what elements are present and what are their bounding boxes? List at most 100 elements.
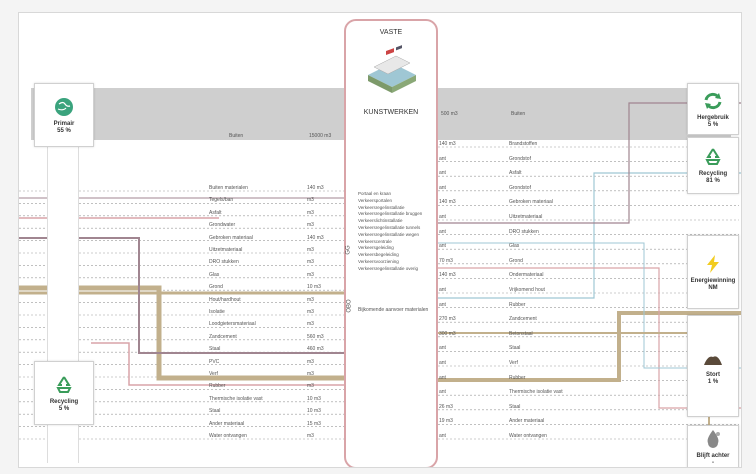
gg-label: GG bbox=[345, 245, 352, 255]
left-row-name: Grond bbox=[209, 284, 223, 291]
right-row-value: 270 m3 bbox=[439, 316, 456, 323]
right-row-value: 26 m3 bbox=[439, 403, 453, 410]
flow-line bbox=[91, 342, 344, 386]
right-header-buiten: Buiten bbox=[511, 111, 526, 117]
right-row-value: ant bbox=[439, 155, 446, 162]
center-list-item: Verkeersregelinstallatie bruggen bbox=[358, 211, 423, 217]
left-row-name: Tegels/ban bbox=[209, 197, 234, 204]
right-header-total: 500 m3 bbox=[441, 111, 458, 117]
flow-line bbox=[434, 172, 741, 299]
left-row-name: Grondwater bbox=[209, 222, 236, 229]
right-row-name: Zandcement bbox=[509, 316, 537, 323]
right-row-value: ant bbox=[439, 287, 446, 293]
left-row-value: m3 bbox=[307, 247, 314, 253]
left-row-value: 140 m3 bbox=[307, 234, 324, 241]
left-row-name: Staal bbox=[209, 408, 221, 415]
right-row-name: Water ontvangen bbox=[509, 433, 547, 439]
left-row-name: Ander materiaal bbox=[209, 420, 245, 427]
right-row-value: ant bbox=[439, 243, 446, 250]
left-row-value: 560 m3 bbox=[307, 333, 324, 340]
left-row-value: m3 bbox=[307, 209, 314, 216]
right-row-name: Ander materiaal bbox=[509, 418, 545, 425]
card-label: Hergebruik bbox=[697, 114, 729, 121]
left-row-value: m3 bbox=[307, 321, 314, 328]
landfill-pile-icon bbox=[704, 355, 722, 365]
drop-icon bbox=[707, 429, 720, 448]
center-list-item: Verkeerscentrale bbox=[358, 238, 392, 244]
card-percentage: 81 % bbox=[706, 178, 720, 184]
left-row-name: Asfalt bbox=[209, 209, 222, 216]
right-row-value: ant bbox=[439, 389, 446, 396]
left-row-name: Water ontvangen bbox=[209, 433, 247, 439]
right-row-value: ant bbox=[439, 433, 446, 439]
center-list-item: Verkeersbegeleiding bbox=[358, 252, 399, 258]
center-list-item: Verkeerslichtinstallatie bbox=[358, 218, 403, 224]
right-row-value: 140 m3 bbox=[439, 141, 456, 147]
card-percentage: NM bbox=[708, 284, 718, 291]
right-row-name: Betonstaal bbox=[509, 330, 533, 337]
right-row-value: ant bbox=[439, 170, 446, 177]
left-row-value: m3 bbox=[307, 358, 314, 365]
right-row-name: Thermische isolatie vast bbox=[509, 389, 563, 396]
left-row-name: Verf bbox=[209, 371, 218, 377]
center-list-item: Portaal en kraan bbox=[358, 191, 392, 196]
left-row-value: 10 m3 bbox=[307, 408, 321, 415]
left-header-buiten: Buiten bbox=[229, 133, 244, 139]
left-row-value: 15 m3 bbox=[307, 420, 321, 427]
left-row-name: Rubber bbox=[209, 383, 226, 390]
left-row-name: Loodgietersmateriaal bbox=[209, 321, 256, 328]
right-row-value: ant bbox=[439, 184, 446, 191]
flow-line bbox=[19, 237, 344, 354]
center-subtitle: KUNSTWERKEN bbox=[363, 109, 419, 116]
card-percentage: 5 % bbox=[707, 121, 719, 128]
left-row-value: m3 bbox=[307, 271, 314, 278]
flow-line bbox=[19, 285, 344, 381]
left-row-name: Buiten materialen bbox=[209, 185, 248, 191]
left-row-value: m3 bbox=[307, 383, 314, 390]
center-list-item: Verkeersportalen bbox=[358, 197, 393, 203]
left-row-value: m3 bbox=[307, 222, 314, 229]
card-label: Recycling bbox=[698, 171, 728, 177]
right-row-name: Rubber bbox=[509, 301, 526, 308]
center-title: VASTE bbox=[379, 29, 403, 36]
flow-line bbox=[434, 311, 741, 382]
obo-text: Bijkomende aanvoer materialen bbox=[358, 307, 429, 313]
right-row-value: 140 m3 bbox=[439, 199, 456, 206]
left-row-value: m3 bbox=[307, 197, 314, 204]
card-label: Recycling bbox=[49, 398, 79, 405]
left-row-name: Glas bbox=[209, 271, 220, 278]
recycle-icon bbox=[56, 375, 72, 393]
left-row-value: m3 bbox=[307, 296, 314, 303]
center-list-item: Verkeersvoorziening bbox=[358, 258, 399, 264]
right-row-name: Staal bbox=[509, 345, 521, 352]
left-row-value: m3 bbox=[307, 259, 314, 266]
right-row-value: ant bbox=[439, 345, 446, 352]
right-row-value: ant bbox=[439, 301, 446, 308]
left-row-value: 10 m3 bbox=[307, 284, 321, 291]
right-row-name: Uitzetmateriaal bbox=[509, 214, 543, 220]
left-row-name: Thermische isolatie vast bbox=[209, 395, 263, 402]
right-row-name: Asfalt bbox=[509, 170, 522, 177]
left-row-name: PVC bbox=[209, 358, 220, 365]
card-label: Blijft achter bbox=[696, 452, 730, 459]
center-list-item: Verkeersregelinstallatie bbox=[358, 204, 405, 210]
right-row-name: Rubber bbox=[509, 374, 526, 381]
left-row-value: 10 m3 bbox=[307, 395, 321, 402]
right-row-name: Grondstof bbox=[509, 155, 531, 162]
card-label: Energiewinning bbox=[690, 277, 736, 284]
card-percentage: 55 % bbox=[57, 127, 71, 134]
left-header-total: 15000 m3 bbox=[309, 133, 332, 139]
center-list-item: Verkeersregelinstallatie wegen bbox=[358, 231, 420, 237]
right-row-name: DRO stukken bbox=[509, 228, 539, 235]
card-percentage: 5 % bbox=[58, 405, 70, 412]
right-row-value: ant bbox=[439, 374, 446, 381]
card-blijft-achter: Blijft achter- bbox=[687, 425, 739, 467]
right-row-name: Staal bbox=[509, 403, 521, 410]
